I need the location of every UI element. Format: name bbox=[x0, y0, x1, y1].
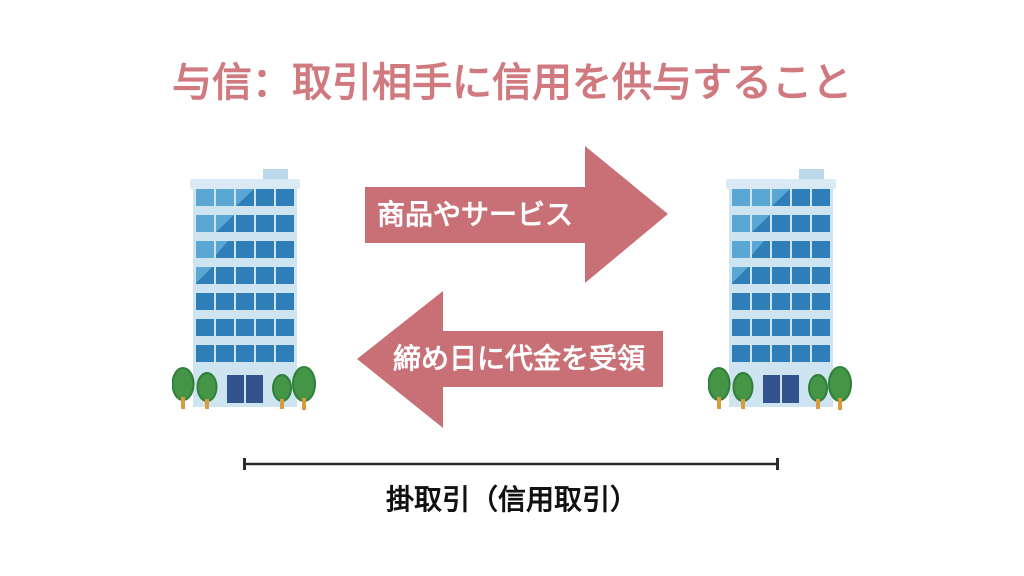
top-arrow-label: 商品やサービス bbox=[376, 199, 573, 230]
measurement-bracket bbox=[243, 458, 779, 470]
arrow-left-icon bbox=[357, 291, 663, 428]
arrow-right-icon bbox=[365, 146, 668, 283]
page-title: 与信：取引相手に信用を供与すること bbox=[172, 61, 852, 105]
bottom-arrow-label: 締め日に代金を受領 bbox=[392, 343, 645, 374]
bracket-label: 掛取引（信用取引） bbox=[385, 484, 638, 515]
